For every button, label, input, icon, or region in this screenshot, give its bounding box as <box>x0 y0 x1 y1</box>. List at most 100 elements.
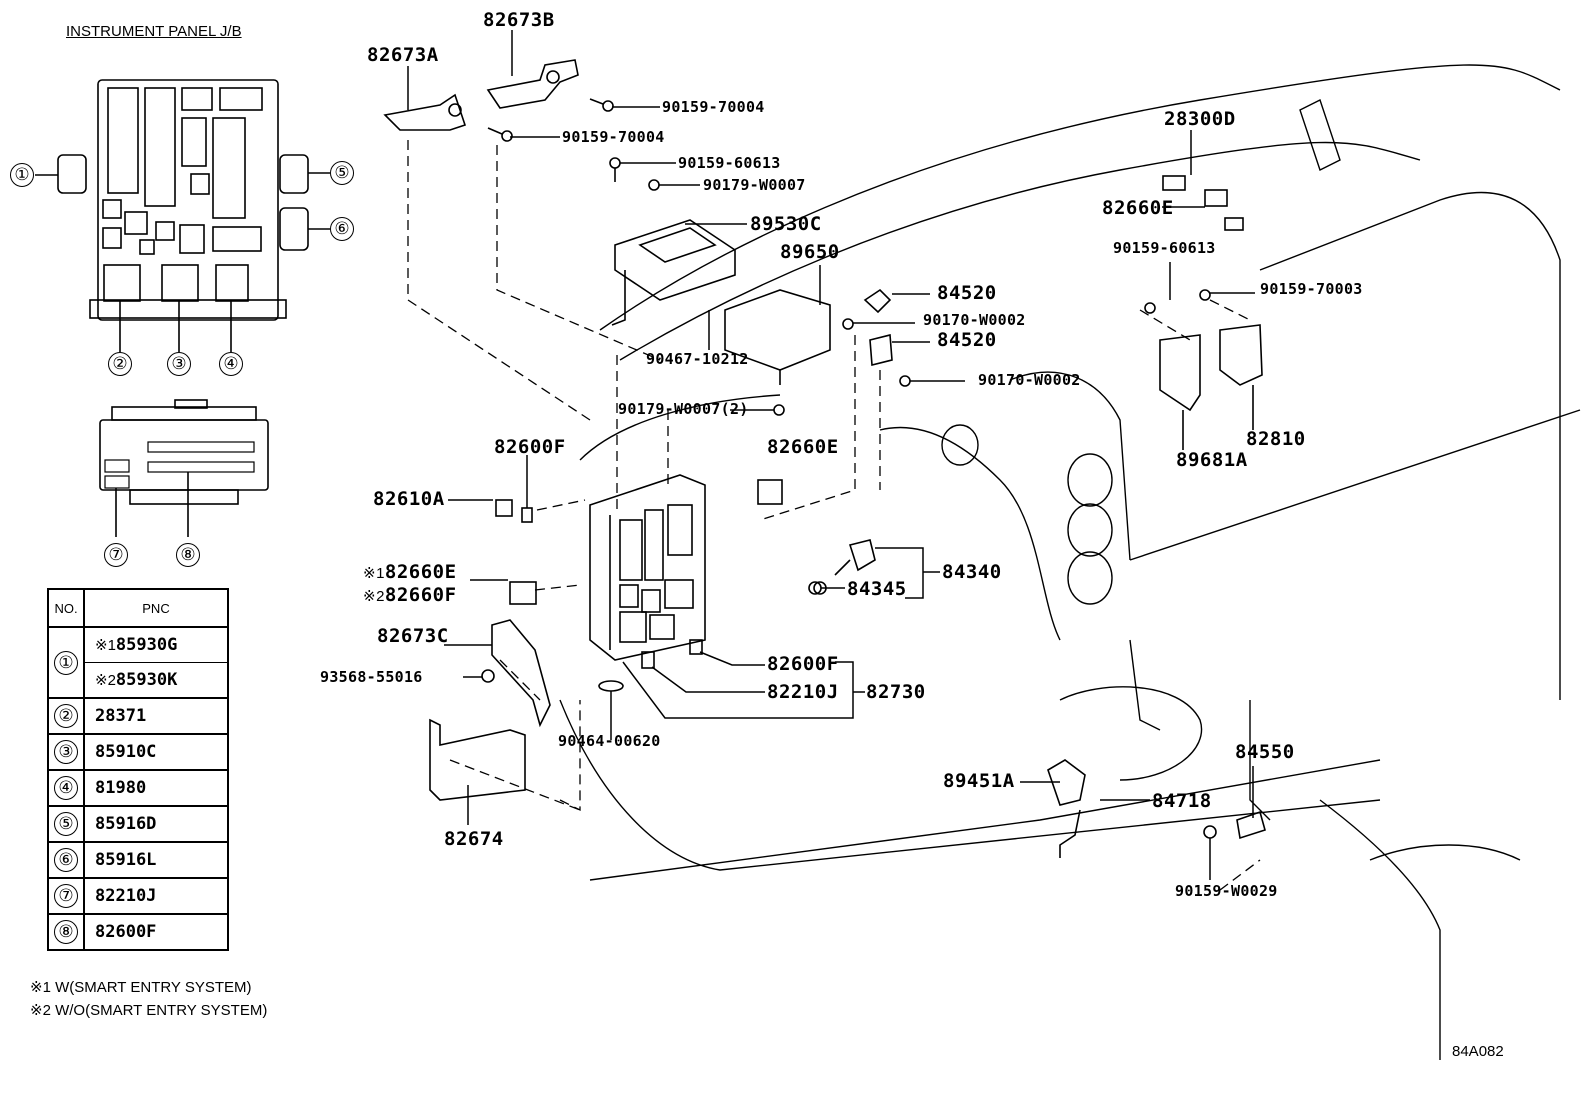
bracket-82673A <box>383 93 467 131</box>
part-label-90159-60613[interactable]: 90159-60613 <box>678 154 781 172</box>
module-89650 <box>724 289 831 385</box>
junction-block-rear-view <box>99 399 269 537</box>
part-label-89681A[interactable]: 89681A <box>1176 449 1248 471</box>
part-label-89650[interactable]: 89650 <box>780 241 840 263</box>
part-label-84520-a[interactable]: 84520 <box>937 282 997 304</box>
part-label-82600F-bot[interactable]: 82600F <box>767 653 839 675</box>
part-label-84718[interactable]: 84718 <box>1152 790 1212 812</box>
row-number: ③ <box>54 740 78 764</box>
pnc-value: 85916D <box>83 805 229 843</box>
junction-block-front-view <box>35 79 330 352</box>
shift-lock-89451A <box>1047 759 1086 858</box>
leader-lines <box>407 30 1255 880</box>
part-label-90464-00620[interactable]: 90464-00620 <box>558 732 661 750</box>
part-label-82610A[interactable]: 82610A <box>373 488 445 510</box>
figure-code: 84A082 <box>1452 1043 1504 1060</box>
pnc-value: 85916L <box>83 841 229 879</box>
table-header-row: NO. PNC <box>47 588 229 628</box>
note-mark: ※1 <box>95 637 116 654</box>
footnote-1: ※1 W(SMART ENTRY SYSTEM) <box>30 979 252 996</box>
part-label-90159-W0029[interactable]: 90159-W0029 <box>1175 882 1278 900</box>
part-label-82600F-top[interactable]: 82600F <box>494 436 566 458</box>
callout-8: ⑧ <box>176 543 200 567</box>
ecu-89530C <box>611 219 736 326</box>
part-label-82673C[interactable]: 82673C <box>377 625 449 647</box>
part-label-90159-60613-b[interactable]: 90159-60613 <box>1113 239 1216 257</box>
pnc-value: 85930G <box>115 635 178 655</box>
part-label-82660E-top[interactable]: 82660E <box>1102 197 1174 219</box>
row-number: ④ <box>54 776 78 800</box>
header-no: NO. <box>47 588 85 628</box>
callout-5: ⑤ <box>330 161 354 185</box>
callout-7: ⑦ <box>104 543 128 567</box>
row-number: ⑤ <box>54 812 78 836</box>
bracket-82674 <box>429 718 526 801</box>
table-row: ① ※185930G <box>47 626 229 699</box>
junction-block-82730 <box>589 474 706 661</box>
diagram-title: INSTRUMENT PANEL J/B <box>66 23 242 40</box>
part-label-84340[interactable]: 84340 <box>942 561 1002 583</box>
callout-2: ② <box>108 352 132 376</box>
pnc-value: 28371 <box>83 697 229 735</box>
dashboard-outline <box>559 64 1581 1060</box>
part-label-90179-W0007[interactable]: 90179-W0007 <box>703 176 806 194</box>
header-pnc: PNC <box>83 588 229 628</box>
part-label-82673B[interactable]: 82673B <box>483 9 555 31</box>
part-label-90170-W0002-a[interactable]: 90170-W0002 <box>923 311 1026 329</box>
part-label-82210J[interactable]: 82210J <box>767 681 839 703</box>
pnc-value: 82600F <box>83 913 229 951</box>
callout-6: ⑥ <box>330 217 354 241</box>
switches-84520 <box>863 288 893 367</box>
pnc-value: 85930K <box>115 670 178 690</box>
part-label-82660F-no-smart[interactable]: ※282660F <box>363 586 457 605</box>
clip-90464-00620 <box>598 680 624 692</box>
connectors <box>495 479 783 669</box>
part-label-82730[interactable]: 82730 <box>866 681 926 703</box>
part-label-82674[interactable]: 82674 <box>444 828 504 850</box>
modules-89681A-82810 <box>1159 324 1263 450</box>
callout-4: ④ <box>219 352 243 376</box>
row-number: ① <box>54 650 78 675</box>
part-label-82660E-mid[interactable]: 82660E <box>767 436 839 458</box>
part-label-82660E-smart[interactable]: ※182660E <box>363 563 457 582</box>
bracket-82673C <box>491 619 551 728</box>
note-mark: ※2 <box>95 672 116 689</box>
part-label-90179-W0007-2[interactable]: 90179-W0007(2) <box>618 400 749 418</box>
pnc-value: 81980 <box>83 769 229 807</box>
part-label-90170-W0002-b[interactable]: 90170-W0002 <box>978 371 1081 389</box>
row-number: ② <box>54 704 78 728</box>
part-label-90467-10212[interactable]: 90467-10212 <box>646 350 749 368</box>
part-label-84345[interactable]: 84345 <box>847 578 907 600</box>
row-number: ⑥ <box>54 848 78 872</box>
part-label-84520-b[interactable]: 84520 <box>937 329 997 351</box>
note-mark-1: ※1 <box>363 565 385 582</box>
part-label-89530C[interactable]: 89530C <box>750 213 822 235</box>
part-label-82810[interactable]: 82810 <box>1246 428 1306 450</box>
part-label-93568-55016[interactable]: 93568-55016 <box>320 668 423 686</box>
row-number: ⑦ <box>54 884 78 908</box>
part-label-90159-70004-b[interactable]: 90159-70004 <box>562 128 665 146</box>
callout-3: ③ <box>167 352 191 376</box>
pnc-value: 82210J <box>83 877 229 915</box>
footnote-2: ※2 W/O(SMART ENTRY SYSTEM) <box>30 1002 268 1019</box>
switch-84550 <box>1236 810 1266 840</box>
part-label-82673A[interactable]: 82673A <box>367 44 439 66</box>
part-label-28300D[interactable]: 28300D <box>1164 108 1236 130</box>
assembly-guide-lines <box>407 140 1261 891</box>
bracket-82673B <box>486 59 579 109</box>
pnc-value: 85910C <box>83 733 229 771</box>
part-label-90159-70004-a[interactable]: 90159-70004 <box>662 98 765 116</box>
note-mark-2: ※2 <box>363 588 385 605</box>
part-label-90159-70003[interactable]: 90159-70003 <box>1260 280 1363 298</box>
part-label-84550[interactable]: 84550 <box>1235 741 1295 763</box>
relay-28300D <box>1162 175 1244 231</box>
part-label-89451A[interactable]: 89451A <box>943 770 1015 792</box>
table-row: ※285930K <box>48 662 229 699</box>
